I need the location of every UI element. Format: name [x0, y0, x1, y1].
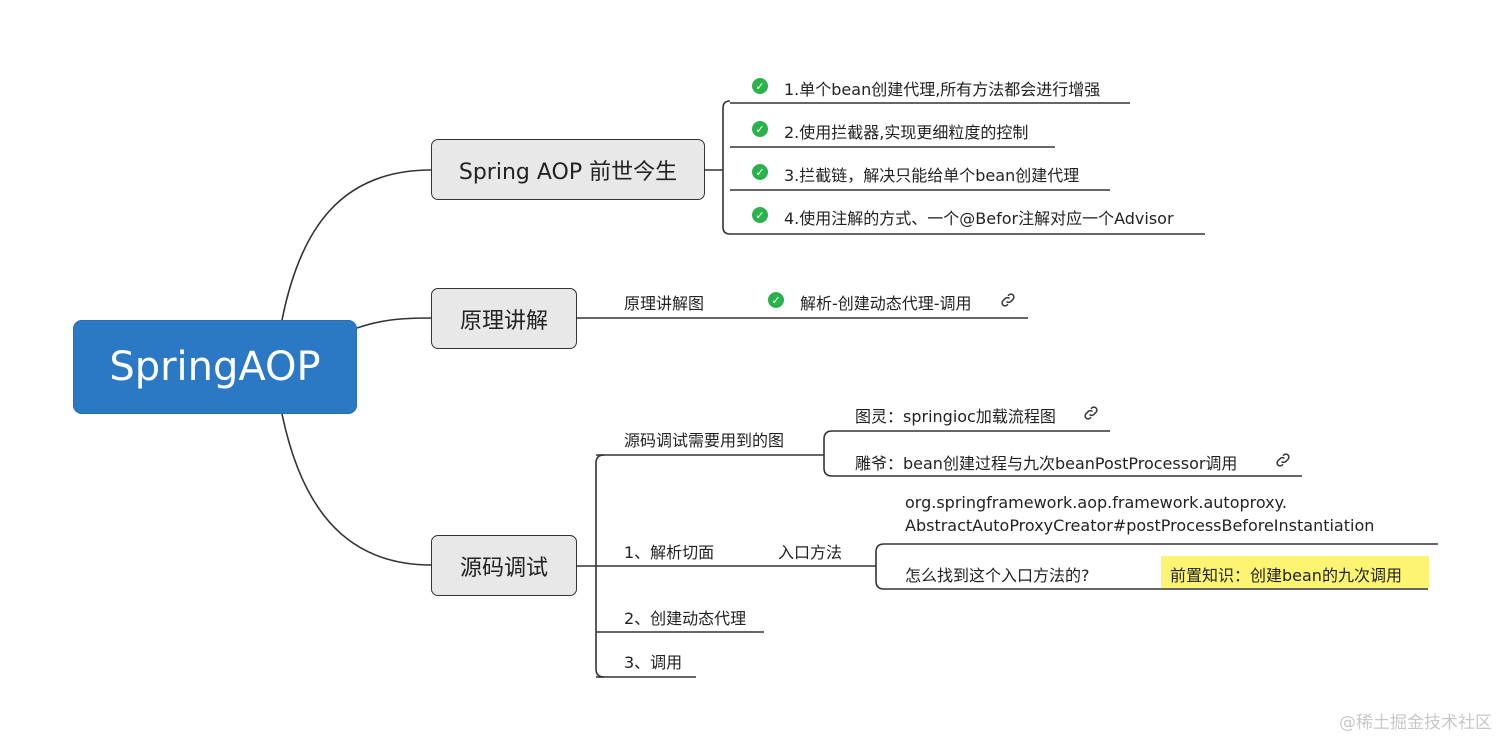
check-icon: ✓ [752, 121, 768, 137]
entry-method-line1[interactable]: org.springframework.aop.framework.autopr… [905, 493, 1287, 512]
how-find-entry[interactable]: 怎么找到这个入口方法的? [905, 566, 1090, 585]
debug-figure-2[interactable]: 雕爷：bean创建过程与九次beanPostProcessor调用 [855, 454, 1238, 473]
prereq-note[interactable]: 前置知识：创建bean的九次调用 [1170, 566, 1402, 585]
root-node[interactable]: SpringAOP [73, 320, 357, 414]
entry-method-line2: AbstractAutoProxyCreator#postProcessBefo… [905, 516, 1375, 535]
history-item-2[interactable]: 2.使用拦截器,实现更细粒度的控制 [784, 123, 1029, 142]
history-item-1[interactable]: 1.单个bean创建代理,所有方法都会进行增强 [784, 80, 1101, 99]
debug-step-3[interactable]: 3、调用 [624, 653, 683, 672]
link-icon[interactable] [1274, 451, 1292, 469]
check-icon: ✓ [752, 78, 768, 94]
check-icon: ✓ [752, 207, 768, 223]
topic-principle[interactable]: 原理讲解 [431, 288, 577, 349]
principle-item[interactable]: 解析-创建动态代理-调用 [800, 294, 972, 313]
debug-figure-1[interactable]: 图灵：springioc加载流程图 [855, 407, 1056, 426]
topic-history[interactable]: Spring AOP 前世今生 [431, 139, 705, 200]
link-icon[interactable] [999, 291, 1017, 309]
debug-step-1[interactable]: 1、解析切面 [624, 543, 715, 562]
topic-debug-label: 源码调试 [459, 555, 548, 581]
root-label: SpringAOP [109, 344, 321, 390]
debug-step-2[interactable]: 2、创建动态代理 [624, 609, 747, 628]
history-item-4[interactable]: 4.使用注解的方式、一个@Befor注解对应一个Advisor [784, 209, 1174, 228]
topic-debug[interactable]: 源码调试 [431, 535, 577, 596]
entry-method-label[interactable]: 入口方法 [778, 543, 843, 562]
principle-branch-label[interactable]: 原理讲解图 [624, 294, 705, 313]
watermark: @稀土掘金技术社区 [1339, 713, 1492, 733]
prereq-highlight [1161, 556, 1429, 588]
check-icon: ✓ [752, 164, 768, 180]
topic-principle-label: 原理讲解 [459, 308, 548, 334]
topic-history-label: Spring AOP 前世今生 [458, 159, 678, 185]
link-icon[interactable] [1082, 404, 1100, 422]
history-item-3[interactable]: 3.拦截链，解决只能给单个bean创建代理 [784, 166, 1080, 185]
debug-figures-label[interactable]: 源码调试需要用到的图 [624, 431, 785, 450]
check-icon: ✓ [768, 292, 784, 308]
